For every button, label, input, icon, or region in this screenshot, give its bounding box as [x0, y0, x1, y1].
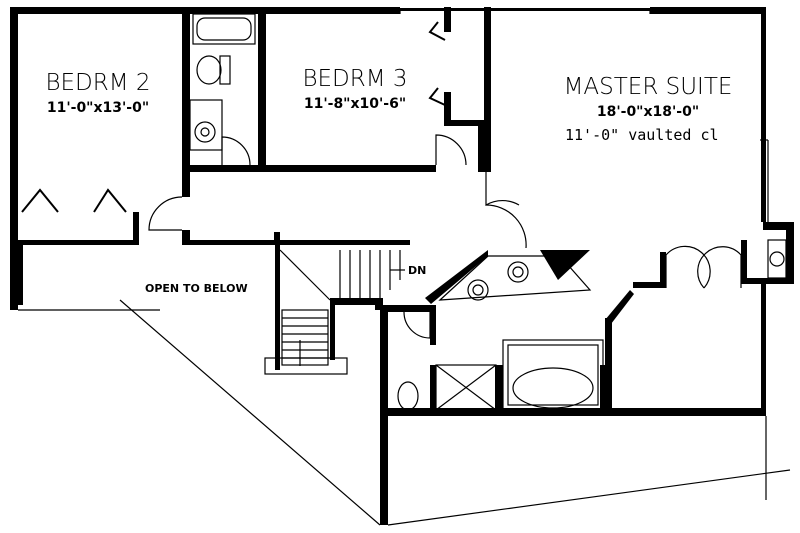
master-ceiling-note: 11'-0" vaulted cl — [565, 126, 719, 144]
doors — [148, 134, 742, 339]
bedroom3-name: BEDRM 3 — [302, 66, 407, 92]
interior-walls — [18, 7, 763, 410]
exterior-walls — [10, 7, 794, 525]
master-suite-name: MASTER SUITE — [564, 74, 733, 100]
master-suite-dims: 18'-0"x18'-0" — [597, 104, 699, 120]
bedroom2-dims: 11'-0"x13'-0" — [47, 100, 149, 116]
stair-down-label: DN — [408, 264, 426, 277]
windows — [399, 8, 769, 222]
bath-fixtures — [189, 13, 787, 411]
bedroom3-dims: 11'-8"x10'-6" — [304, 96, 406, 112]
roof-lines — [18, 299, 791, 526]
staircase — [264, 249, 405, 375]
bedroom2-name: BEDRM 2 — [45, 70, 150, 96]
closet-doors — [21, 21, 446, 213]
open-to-below-label: OPEN TO BELOW — [145, 282, 248, 295]
